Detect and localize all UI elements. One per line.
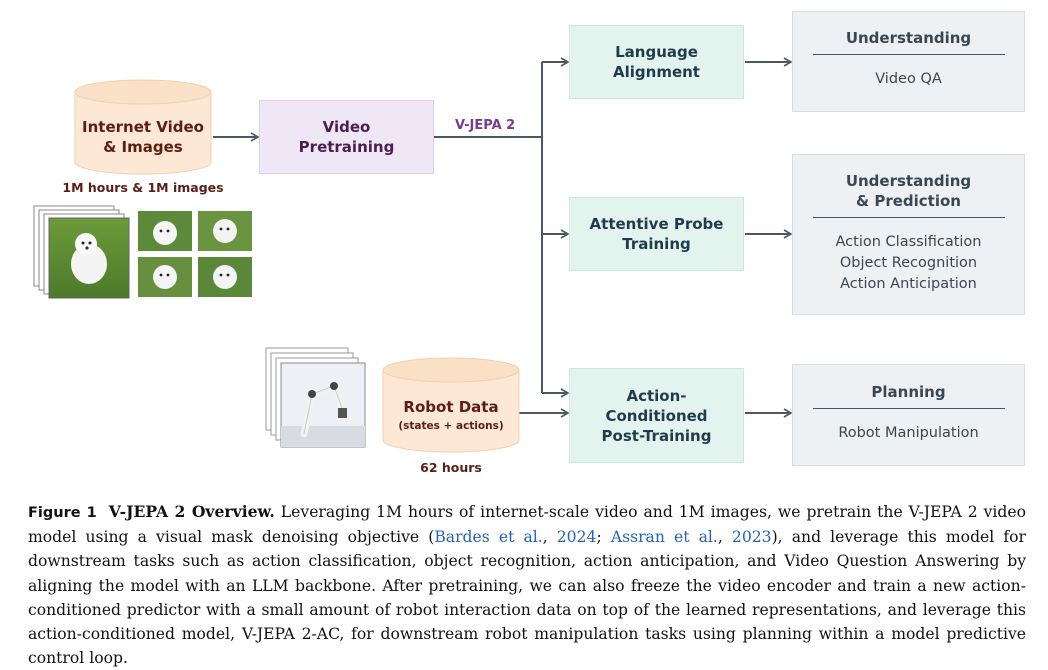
action-conditioned-line3: Post-Training xyxy=(601,426,712,445)
figure-label: Figure 1 xyxy=(28,505,97,521)
vjepa2-label: V-JEPA 2 xyxy=(455,118,516,133)
language-alignment-line2: Alignment xyxy=(613,63,700,81)
internet-video-cylinder xyxy=(74,79,212,175)
internet-video-caption: 1M hours & 1M images xyxy=(62,180,224,195)
action-conditioned-line2: Conditioned xyxy=(605,406,708,425)
caption-text-1: Leveraging 1M hours of internet-scale vi… xyxy=(28,503,1026,547)
understanding-prediction-divider xyxy=(812,217,1005,218)
robot-data-subtitle: (states + actions) xyxy=(398,420,504,432)
caption-sep: , xyxy=(717,528,732,547)
understanding-prediction-item: Action Classification xyxy=(835,234,982,250)
connectors xyxy=(213,57,793,418)
caption-sep: , xyxy=(542,528,557,547)
caption-text-2: ), and leverage this model for downstrea… xyxy=(28,528,1026,668)
caption-sep: ; xyxy=(596,528,611,547)
video-pretraining-line1: Video xyxy=(322,118,371,136)
understanding-prediction-box: Understanding & Prediction Action Classi… xyxy=(792,154,1025,315)
robot-arm-frames-image xyxy=(265,347,366,448)
robot-data-cylinder xyxy=(382,357,520,453)
action-conditioned-box: Action- Conditioned Post-Training xyxy=(569,368,744,463)
citation-link-assran[interactable]: Assran et al. xyxy=(610,528,718,547)
understanding-prediction-heading-line1: Understanding xyxy=(845,172,972,190)
video-pretraining-box: Video Pretraining xyxy=(259,100,434,174)
figure-title: V-JEPA 2 Overview. xyxy=(108,502,275,521)
language-alignment-box: Language Alignment xyxy=(569,25,744,99)
citation-link-assran-year[interactable]: 2023 xyxy=(731,528,772,547)
language-alignment-line1: Language xyxy=(615,43,698,61)
understanding-heading: Understanding xyxy=(845,29,972,47)
planning-divider xyxy=(812,408,1005,409)
citation-link-bardes-year[interactable]: 2024 xyxy=(556,528,597,547)
understanding-prediction-item: Action Anticipation xyxy=(840,276,977,292)
citation-link-bardes[interactable]: Bardes et al. xyxy=(434,528,543,547)
robot-data-title: Robot Data xyxy=(403,398,499,416)
internet-video-title-line1: Internet Video xyxy=(82,118,204,136)
understanding-box: Understanding Video QA xyxy=(792,11,1025,112)
dog-video-frames-image xyxy=(33,205,130,299)
attentive-probe-line1: Attentive Probe xyxy=(589,215,724,233)
planning-heading: Planning xyxy=(871,383,946,401)
video-pretraining-line2: Pretraining xyxy=(298,138,395,156)
understanding-item: Video QA xyxy=(875,71,942,87)
understanding-prediction-heading-line2: & Prediction xyxy=(856,192,961,210)
robot-data-caption: 62 hours xyxy=(420,460,482,475)
internet-video-title: Internet Video & Images xyxy=(74,117,212,157)
dog-image-grid xyxy=(138,211,252,297)
attentive-probe-box: Attentive Probe Training xyxy=(569,197,744,271)
attentive-probe-line2: Training xyxy=(622,235,691,253)
action-conditioned-line1: Action- xyxy=(626,386,687,405)
internet-video-title-line2: & Images xyxy=(103,138,183,156)
understanding-divider xyxy=(812,54,1005,55)
planning-item: Robot Manipulation xyxy=(838,425,979,441)
figure-caption: Figure 1 V-JEPA 2 Overview. Leveraging 1… xyxy=(28,500,1026,670)
planning-box: Planning Robot Manipulation xyxy=(792,364,1025,466)
understanding-prediction-item: Object Recognition xyxy=(839,255,978,271)
